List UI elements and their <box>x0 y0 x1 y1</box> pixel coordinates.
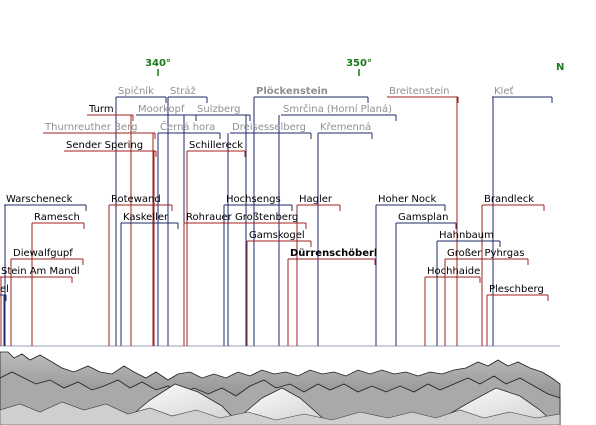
peak-label-dreisesselberg: Dreisesselberg <box>232 122 306 133</box>
bearing-label: N <box>556 62 564 73</box>
peak-label-hochhaide: Hochhaide <box>427 266 480 277</box>
peak-label-warscheneck: Warscheneck <box>6 194 73 205</box>
peak-label-hochsengs: Hochsengs <box>226 194 281 205</box>
peak-label-diewalfgupf: Diewalfgupf <box>13 248 73 259</box>
peak-label-breitenstein: Breitenstein <box>389 86 450 97</box>
peak-label-sulzberg: Sulzberg <box>197 104 241 115</box>
mountain-silhouette <box>0 351 561 425</box>
peak-label-grosser-pyhrgas: Großer Pyhrgas <box>447 248 524 259</box>
bearing-label: 350° <box>346 58 372 69</box>
peak-labels: Spičník Stráž Plöckenstein Breitenstein Kleť… <box>0 85 544 295</box>
peak-leaders <box>0 96 553 346</box>
peak-label-klet: Kleť <box>494 85 513 97</box>
peak-label-hoher-nock: Hoher Nock <box>378 194 437 205</box>
peak-label-pleschberg: Pleschberg <box>489 284 544 295</box>
peak-label-spicnik: Spičník <box>118 85 154 97</box>
peak-label-cerna-hora: Černá hora <box>160 120 215 133</box>
peak-label-stein-am-mandl: Stein Am Mandl <box>1 266 80 277</box>
peak-label-straz: Stráž <box>170 85 196 97</box>
peak-label-turm: Turm <box>88 104 114 115</box>
peak-label-schillereck: Schillereck <box>189 140 243 151</box>
peak-label-thurnreuther-berg: Thurnreuther Berg <box>44 122 137 133</box>
peak-label-plockenstein: Plöckenstein <box>256 86 328 97</box>
peak-label-brandleck: Brandleck <box>484 194 534 205</box>
peak-label-kaskeller: Kaskeller <box>123 212 169 223</box>
peak-label-el: el <box>0 284 9 295</box>
peak-label-rohrauer-grosstenberg: Rohrauer Großtenberg <box>186 212 298 223</box>
peak-label-sender-spering: Sender Spering <box>66 140 143 151</box>
peak-label-kremenna: Křemenná <box>320 121 371 133</box>
peak-label-rotewand: Rotewand <box>111 194 161 205</box>
peak-label-hagler: Hagler <box>299 194 333 205</box>
peak-label-ramesch: Ramesch <box>34 212 80 223</box>
bearing-axis: 340° 350° N <box>145 58 564 76</box>
near-ridge <box>0 401 561 425</box>
peak-label-gamskogel: Gamskogel <box>249 230 305 241</box>
peak-label-gamsplan: Gamsplan <box>398 212 448 223</box>
peak-label-durrenschoberl: Dürrenschöberl <box>290 248 377 259</box>
peak-label-smrcina-horni-plana: Smrčina (Horní Planá) <box>283 103 392 115</box>
peak-label-hahnbaum: Hahnbaum <box>439 230 494 241</box>
bearing-label: 340° <box>145 58 171 69</box>
peak-label-moorkopf: Moorkopf <box>138 104 185 115</box>
